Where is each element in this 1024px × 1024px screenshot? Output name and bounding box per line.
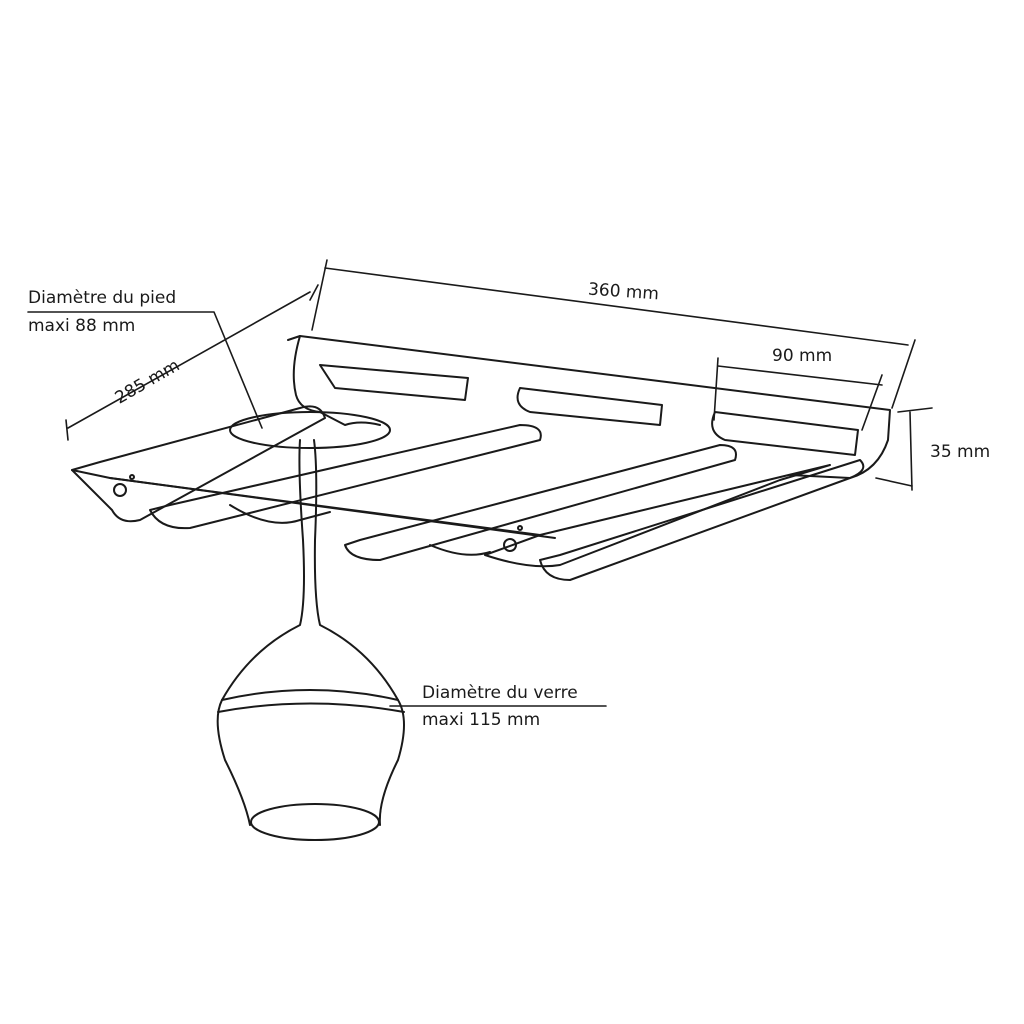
label-height: 35 mm xyxy=(930,442,991,462)
label-stem-title: Diamètre du pied xyxy=(28,288,177,308)
label-glass-title: Diamètre du verre xyxy=(422,683,578,703)
leader-stem xyxy=(27,311,263,429)
dimension-285 xyxy=(65,284,319,441)
label-glass-value: maxi 115 mm xyxy=(422,710,541,730)
dimension-90 xyxy=(713,357,883,431)
dimension-360 xyxy=(311,259,916,409)
label-slot: 90 mm xyxy=(772,346,833,366)
dimension-35 xyxy=(875,407,933,491)
rack-rails xyxy=(71,405,865,581)
wine-glass xyxy=(216,411,405,841)
label-stem-value: maxi 88 mm xyxy=(28,316,136,336)
